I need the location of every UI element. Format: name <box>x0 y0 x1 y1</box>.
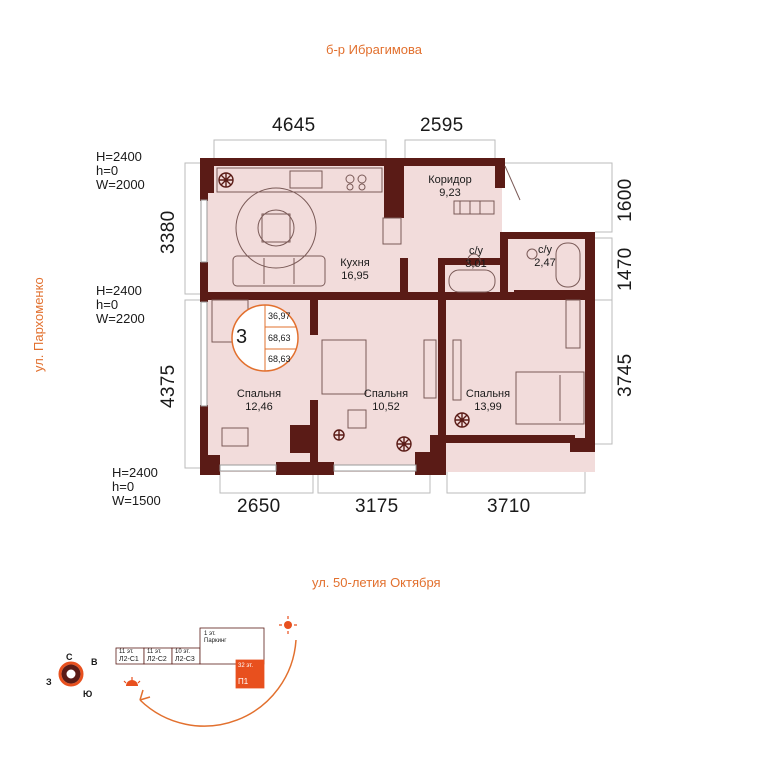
room-kitchen: Кухня 16,95 <box>330 257 380 283</box>
room-bedroom-2-area: 10,52 <box>372 401 400 413</box>
compass-west: З <box>46 677 52 687</box>
room-bath-2-name: с/у <box>537 244 553 256</box>
dim-right-mid: 1470 <box>615 247 636 291</box>
apartment-badge <box>231 304 299 372</box>
window-spec-1: H=2400 h=0 W=2000 <box>96 149 145 192</box>
dim-top-left: 4645 <box>272 115 316 136</box>
plants <box>218 172 470 452</box>
site-p1: 32 эт. П1 <box>238 661 253 687</box>
room-kitchen-name: Кухня <box>340 257 370 269</box>
sun-path <box>123 616 297 727</box>
room-bath-1: с/у 3,01 <box>461 245 491 271</box>
windows <box>200 199 417 472</box>
dim-bottom-left: 2650 <box>237 496 281 517</box>
room-bath-1-area: 3,01 <box>465 258 487 270</box>
badge-area-3: 68,63 <box>268 354 291 364</box>
room-corridor-area: 9,23 <box>439 187 461 199</box>
dim-left-bottom: 4375 <box>158 364 179 408</box>
site-s1-name: Л2-С1 <box>119 656 139 663</box>
dim-top-right: 2595 <box>420 115 464 136</box>
dim-left-top: 3380 <box>158 210 179 254</box>
dim-bottom-mid: 3175 <box>355 496 399 517</box>
room-bedroom-2: Спальня 10,52 <box>360 388 412 414</box>
site-s3: 10 эт. Л2-С3 <box>175 649 195 663</box>
kitchen-furniture <box>216 167 402 287</box>
badge-area-1: 36,97 <box>268 311 291 321</box>
site-plan <box>115 627 265 689</box>
compass-south: Ю <box>83 689 93 699</box>
site-p1-floors: 32 эт. <box>238 663 254 669</box>
room-bath-2-area: 2,47 <box>534 257 556 269</box>
site-s2: 11 эт. Л2-С2 <box>147 649 167 663</box>
site-s1-floors: 11 эт. <box>119 649 134 655</box>
bath-furniture <box>448 165 581 293</box>
site-s1: 11 эт. Л2-С1 <box>119 649 139 663</box>
street-top: б-р Ибрагимова <box>326 42 423 57</box>
site-s2-floors: 11 эт. <box>147 649 162 655</box>
street-bottom: ул. 50-летия Октября <box>312 575 441 590</box>
site-parking-floors: 1 эт. <box>204 631 216 637</box>
compass-north: С <box>66 652 73 662</box>
room-bedroom-3-area: 13,99 <box>474 401 502 413</box>
room-bedroom-1-name: Спальня <box>236 388 282 400</box>
site-p1-name: П1 <box>238 677 249 686</box>
room-bedroom-1: Спальня 12,46 <box>234 388 284 414</box>
dim-right-top: 1600 <box>615 178 636 222</box>
room-corridor-name: Коридор <box>428 174 472 186</box>
badge-area-2: 68,63 <box>268 333 291 343</box>
window-spec-2: H=2400 h=0 W=2200 <box>96 283 145 326</box>
dimension-lines <box>184 139 613 494</box>
room-bedroom-1-area: 12,46 <box>245 401 273 413</box>
room-bedroom-3-name: Спальня <box>465 388 511 400</box>
room-bedroom-2-name: Спальня <box>363 388 409 400</box>
room-corridor: Коридор 9,23 <box>420 174 480 200</box>
site-s2-name: Л2-С2 <box>147 656 167 663</box>
window-spec-3: H=2400 h=0 W=1500 <box>112 465 161 508</box>
dim-right-bottom: 3745 <box>615 353 636 397</box>
room-bath-2: с/у 2,47 <box>530 244 560 270</box>
room-kitchen-area: 16,95 <box>341 270 369 282</box>
room-bath-1-name: с/у <box>468 245 484 257</box>
site-parking: 1 эт. Паркинг <box>204 631 226 645</box>
badge-rooms: 3 <box>236 326 248 348</box>
compass-east: В <box>91 657 98 667</box>
site-parking-name: Паркинг <box>204 638 227 644</box>
compass-rose <box>58 661 84 687</box>
dim-bottom-right: 3710 <box>487 496 531 517</box>
room-bedroom-3: Спальня 13,99 <box>462 388 514 414</box>
walls <box>200 158 595 475</box>
site-s3-floors: 10 эт. <box>175 649 191 655</box>
site-s3-name: Л2-С3 <box>175 656 195 663</box>
